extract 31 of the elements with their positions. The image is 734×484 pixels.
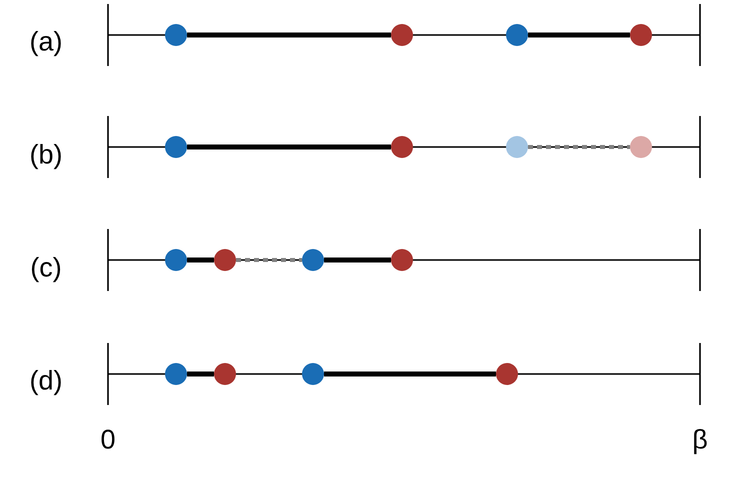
interval-bar bbox=[187, 372, 214, 376]
point-marker bbox=[391, 136, 413, 158]
point-marker bbox=[506, 136, 528, 158]
point-marker bbox=[496, 363, 518, 385]
axis-label: (a) bbox=[30, 26, 62, 58]
interval-bar bbox=[187, 32, 391, 38]
point-marker bbox=[630, 136, 652, 158]
point-marker bbox=[214, 363, 236, 385]
point-marker bbox=[391, 24, 413, 46]
axis-label: (b) bbox=[30, 140, 62, 170]
axis-label: 0 bbox=[100, 424, 116, 456]
interval-bar bbox=[187, 258, 214, 262]
point-marker bbox=[630, 24, 652, 46]
interval-bar bbox=[187, 144, 391, 150]
point-marker bbox=[165, 249, 187, 271]
interval-bar bbox=[324, 372, 496, 376]
point-marker bbox=[214, 249, 236, 271]
point-marker bbox=[165, 24, 187, 46]
axis-label: (c) bbox=[30, 252, 62, 284]
point-marker bbox=[506, 24, 528, 46]
axis-label: (d) bbox=[30, 366, 62, 396]
point-marker bbox=[302, 249, 324, 271]
point-marker bbox=[391, 249, 413, 271]
dashed-interval bbox=[528, 145, 630, 149]
dashed-interval bbox=[236, 258, 302, 262]
axis-label: β bbox=[692, 424, 708, 456]
point-marker bbox=[165, 363, 187, 385]
point-marker bbox=[302, 363, 324, 385]
interval-bar bbox=[324, 258, 391, 262]
point-marker bbox=[165, 136, 187, 158]
interval-bar bbox=[528, 32, 630, 38]
